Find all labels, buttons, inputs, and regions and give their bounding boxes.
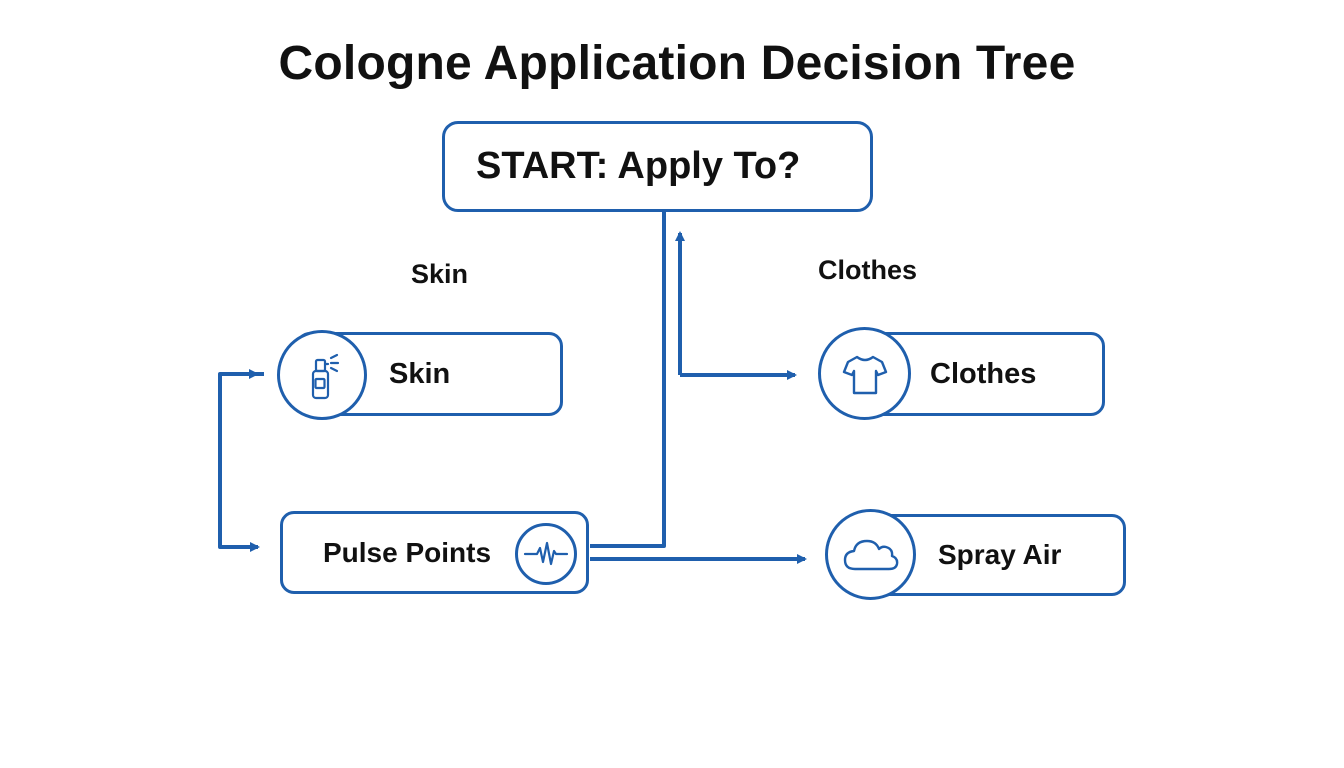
spray-air-node-label: Spray Air <box>938 539 1062 570</box>
branch-label-skin: Skin <box>411 259 469 289</box>
connector-pulse-to-start <box>590 212 666 548</box>
pulse-points-node-label: Pulse Points <box>323 536 492 568</box>
start-node[interactable]: START: Apply To? <box>442 121 873 212</box>
branch-label-clothes: Clothes <box>818 255 918 285</box>
heartbeat-icon <box>515 523 577 585</box>
start-node-label: START: Apply To? <box>476 145 801 187</box>
skin-node-label: Skin <box>389 357 451 390</box>
connector-left-loop <box>218 372 264 552</box>
cloud-icon <box>825 509 916 600</box>
diagram-title: Cologne Application Decision Tree <box>278 37 1076 90</box>
clothes-node-label: Clothes <box>930 357 1037 390</box>
t-shirt-icon <box>818 327 911 420</box>
spray-bottle-icon <box>277 330 367 420</box>
